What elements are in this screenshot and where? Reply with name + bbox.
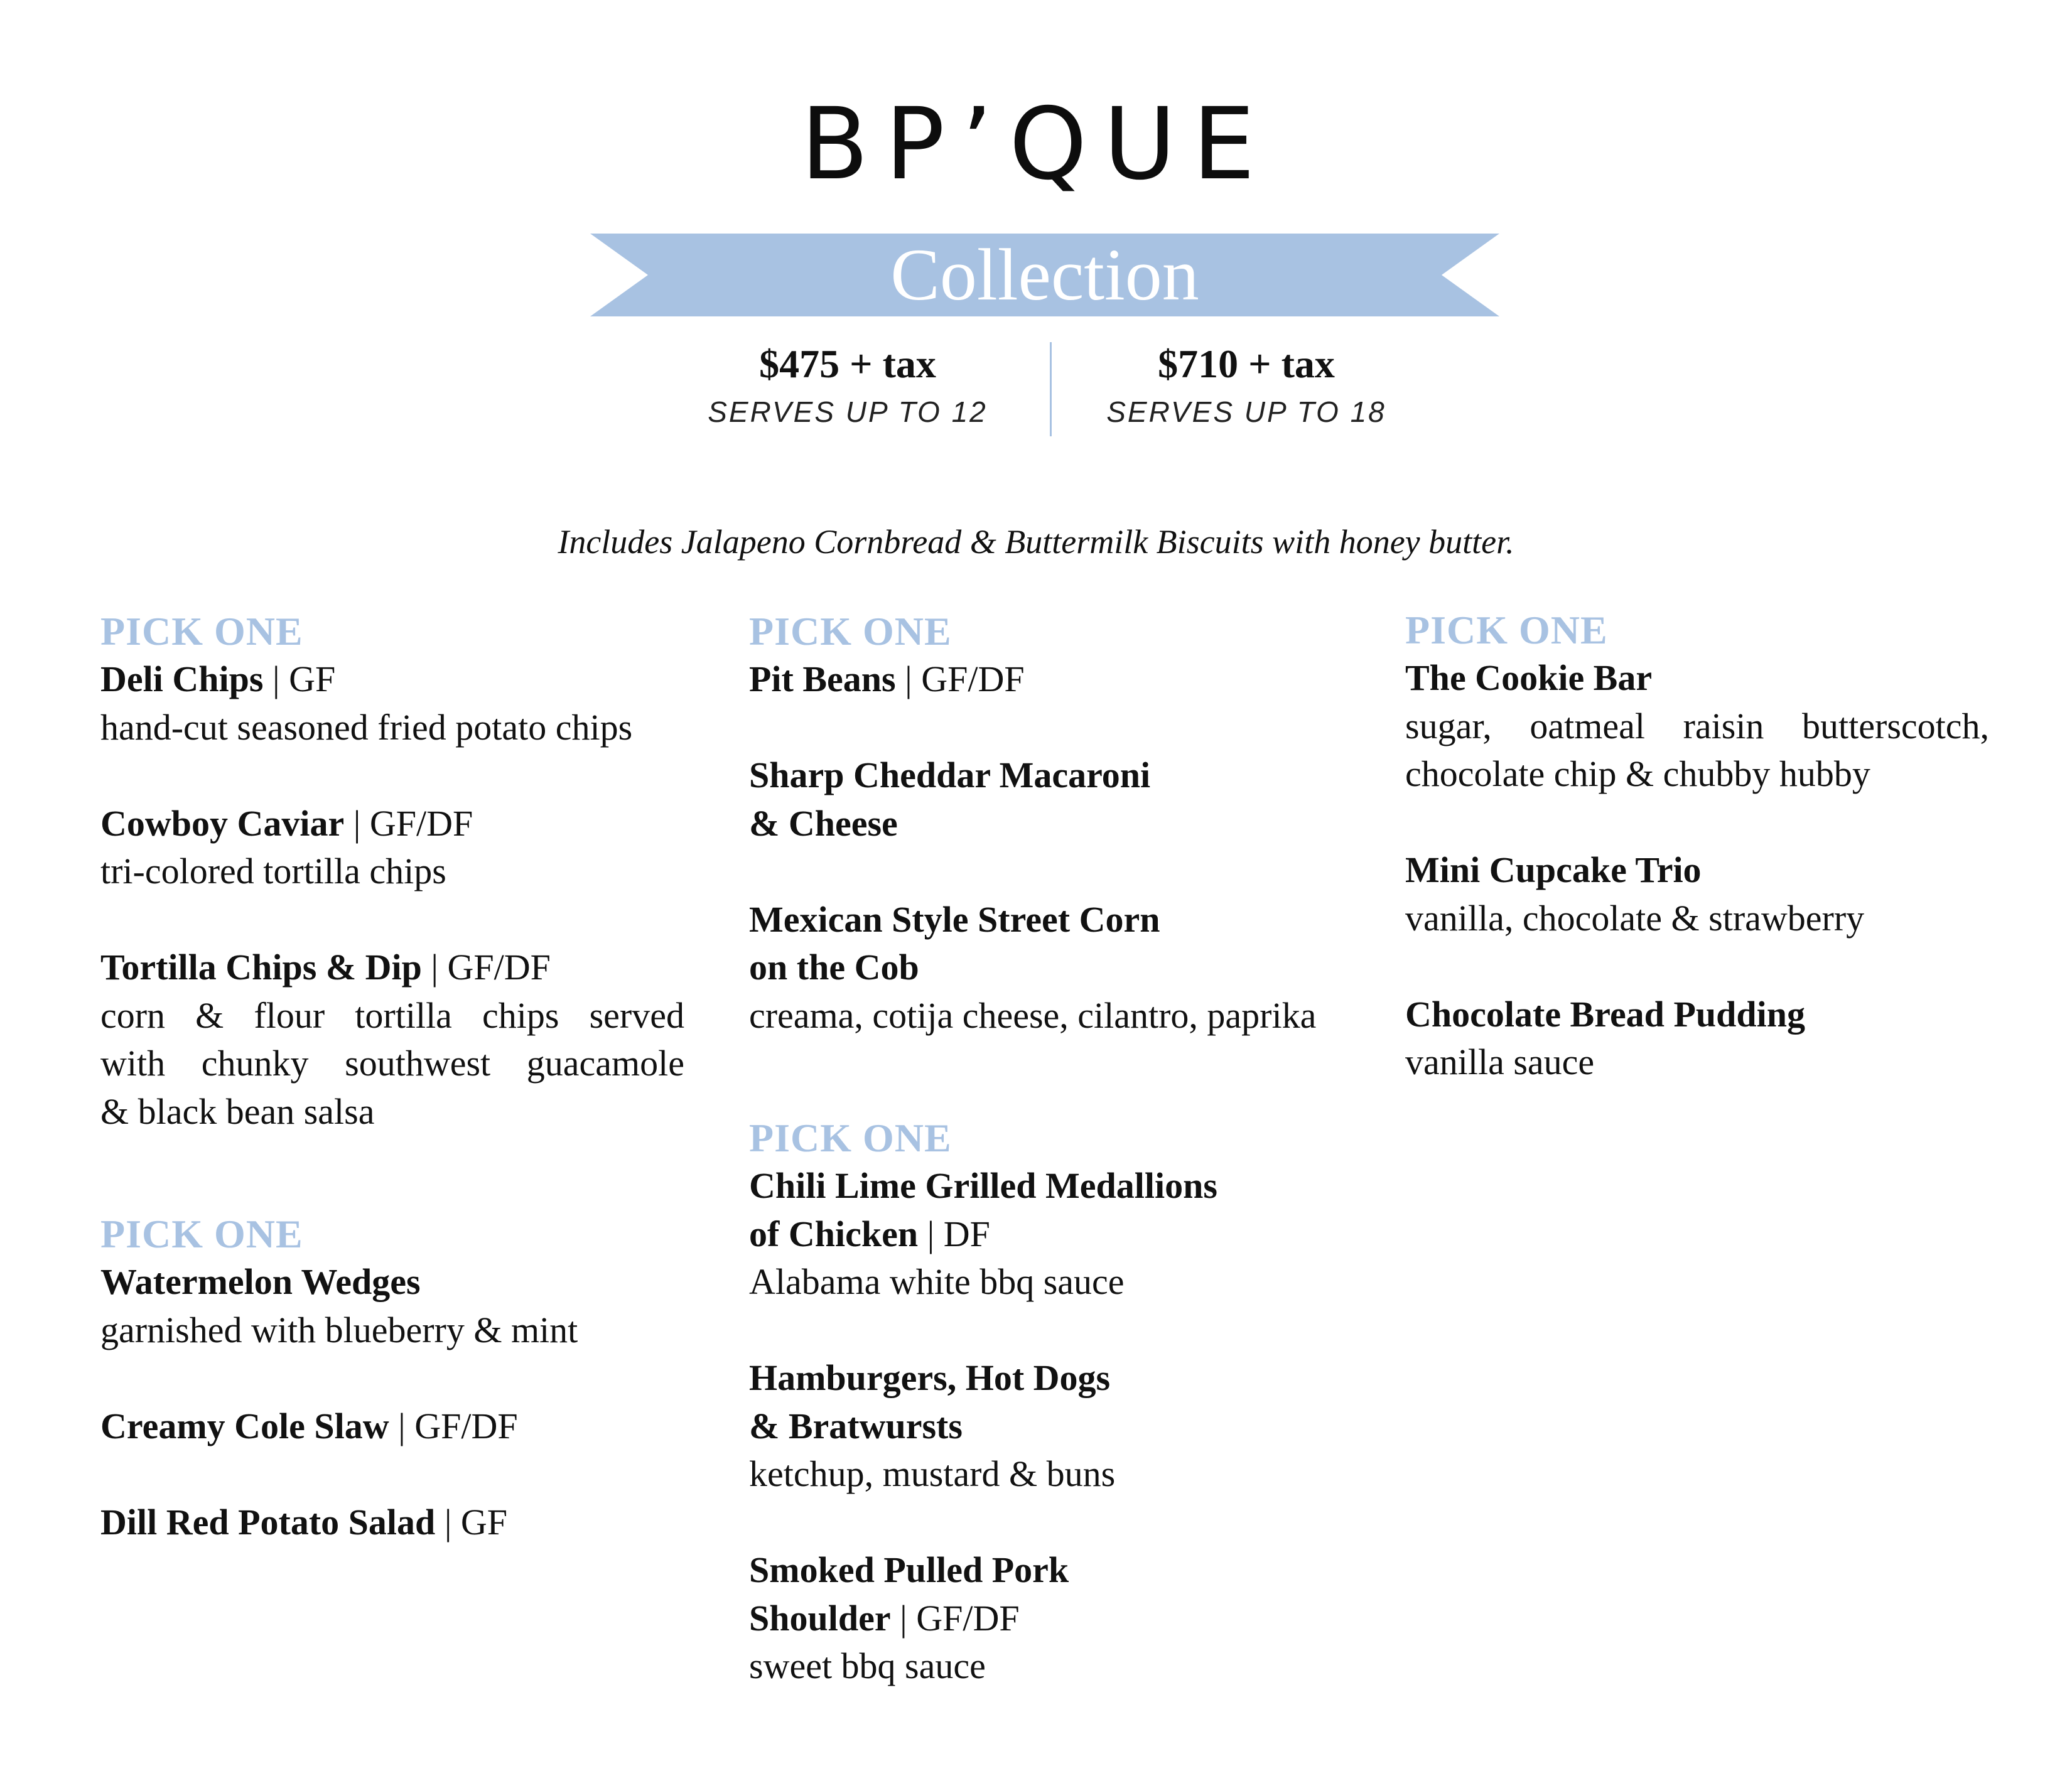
item-desc: hand-cut seasoned fried potato chips: [100, 706, 633, 748]
menu-item: Dill Red Potato Salad | GF: [100, 1499, 684, 1547]
price-option-large: $710 + tax SERVES UP TO 18: [1071, 339, 1422, 434]
item-desc-line: sugar, oatmeal raisin butterscotch,: [1405, 705, 1989, 746]
menu-item: Tortilla Chips & Dip | GF/DF corn & flou…: [100, 944, 684, 1136]
item-desc: ketchup, mustard & buns: [749, 1453, 1116, 1494]
item-desc: vanilla, chocolate & strawberry: [1405, 897, 1865, 939]
item-name-line: Hamburgers, Hot Dogs: [749, 1357, 1111, 1398]
menu-section-desserts: PICK ONE The Cookie Bar sugar, oatmeal r…: [1405, 606, 1989, 1087]
item-tag: | GF/DF: [895, 659, 1025, 699]
menu-item: The Cookie Bar sugar, oatmeal raisin but…: [1405, 654, 1989, 799]
price-amount: $710 + tax: [1158, 342, 1335, 386]
item-name-line: Mexican Style Street Corn: [749, 898, 1160, 940]
menu-item: Watermelon Wedges garnished with blueber…: [100, 1258, 684, 1354]
menu-item: Chocolate Bread Pudding vanilla sauce: [1405, 991, 1989, 1087]
item-tag: | GF/DF: [890, 1597, 1020, 1639]
item-tag: | DF: [918, 1213, 990, 1254]
item-tag: | GF: [435, 1501, 508, 1543]
item-name: Cowboy Caviar: [100, 802, 345, 844]
section-title: PICK ONE: [100, 609, 303, 654]
menu-item: Chili Lime Grilled Medallions of Chicken…: [749, 1162, 1364, 1306]
item-tag: | GF: [263, 659, 336, 699]
item-name: Dill Red Potato Salad: [100, 1501, 436, 1543]
includes-note: Includes Jalapeno Cornbread & Buttermilk…: [558, 523, 1514, 561]
item-name-line: Smoked Pulled Pork: [749, 1549, 1069, 1590]
item-desc: creama, cotija cheese, cilantro, paprika: [749, 994, 1317, 1036]
menu-section-hot-sides: PICK ONE Pit Beans | GF/DF Sharp Cheddar…: [749, 608, 1364, 1040]
item-name-line: of Chicken: [749, 1213, 919, 1254]
item-name: The Cookie Bar: [1405, 657, 1653, 698]
item-name-line: Sharp Cheddar Macaroni: [749, 755, 1151, 795]
brand-logo: BP’QUE: [801, 87, 1271, 202]
item-name: Pit Beans: [749, 659, 896, 699]
item-name: Tortilla Chips & Dip: [100, 947, 422, 988]
item-name-line: & Bratwursts: [749, 1405, 963, 1446]
section-title: PICK ONE: [100, 1212, 303, 1256]
item-tag: | GF/DF: [421, 947, 551, 988]
item-name-line: Shoulder: [749, 1597, 891, 1639]
price-serves: SERVES UP TO 12: [708, 396, 988, 428]
item-desc-line: chocolate chip & chubby hubby: [1405, 753, 1870, 794]
menu-item: Mexican Style Street Corn on the Cob cre…: [749, 896, 1364, 1040]
item-name: Watermelon Wedges: [100, 1261, 421, 1302]
ribbon-shape: [590, 234, 1499, 316]
price-option-small: $475 + tax SERVES UP TO 12: [672, 339, 1023, 434]
item-name-line: & Cheese: [749, 802, 898, 844]
item-name: Deli Chips: [100, 659, 264, 699]
item-desc: Alabama white bbq sauce: [749, 1261, 1125, 1302]
price-serves: SERVES UP TO 18: [1106, 396, 1386, 428]
section-title: PICK ONE: [1405, 608, 1608, 652]
item-desc: sweet bbq sauce: [749, 1645, 986, 1686]
banner-ribbon: [590, 234, 1499, 316]
item-desc: garnished with blueberry & mint: [100, 1309, 578, 1350]
item-tag: | GF/DF: [344, 802, 473, 844]
item-desc: tri-colored tortilla chips: [100, 851, 446, 891]
menu-column-3: PICK ONE The Cookie Bar sugar, oatmeal r…: [1405, 606, 1989, 1087]
menu-section-mains: PICK ONE Chili Lime Grilled Medallions o…: [749, 1114, 1364, 1691]
menu-item: Smoked Pulled Pork Shoulder | GF/DF swee…: [749, 1546, 1364, 1691]
item-desc-line: with chunky southwest guacamole: [100, 1043, 684, 1084]
menu-column-1: PICK ONE Deli Chips | GF hand-cut season…: [100, 608, 684, 1546]
menu-item: Pit Beans | GF/DF: [749, 655, 1364, 704]
menu-section-sides-a: PICK ONE Deli Chips | GF hand-cut season…: [100, 608, 684, 1136]
menu-item: Sharp Cheddar Macaroni & Cheese: [749, 751, 1364, 848]
item-name: Chocolate Bread Pudding: [1405, 993, 1806, 1035]
item-name: Mini Cupcake Trio: [1405, 849, 1702, 890]
menu-column-2: PICK ONE Pit Beans | GF/DF Sharp Cheddar…: [749, 608, 1364, 1691]
menu-item: Creamy Cole Slaw | GF/DF: [100, 1403, 684, 1451]
item-desc-line: & black bean salsa: [100, 1090, 375, 1132]
price-amount: $475 + tax: [759, 342, 936, 386]
item-name: Creamy Cole Slaw: [100, 1405, 389, 1446]
banner-title: Collection: [890, 234, 1199, 316]
section-title: PICK ONE: [749, 1116, 952, 1160]
section-title: PICK ONE: [749, 609, 952, 654]
price-divider: [1050, 342, 1052, 436]
menu-item: Mini Cupcake Trio vanilla, chocolate & s…: [1405, 846, 1989, 942]
menu-item: Cowboy Caviar | GF/DF tri-colored tortil…: [100, 800, 684, 896]
item-tag: | GF/DF: [389, 1405, 518, 1446]
menu-item: Hamburgers, Hot Dogs & Bratwursts ketchu…: [749, 1354, 1364, 1499]
item-desc: vanilla sauce: [1405, 1042, 1595, 1082]
item-name-line: on the Cob: [749, 947, 919, 988]
item-name-line: Chili Lime Grilled Medallions: [749, 1165, 1217, 1206]
menu-item: Deli Chips | GF hand-cut seasoned fried …: [100, 655, 684, 751]
item-desc-line: corn & flour tortilla chips served: [100, 994, 684, 1036]
menu-section-sides-b: PICK ONE Watermelon Wedges garnished wit…: [100, 1210, 684, 1546]
